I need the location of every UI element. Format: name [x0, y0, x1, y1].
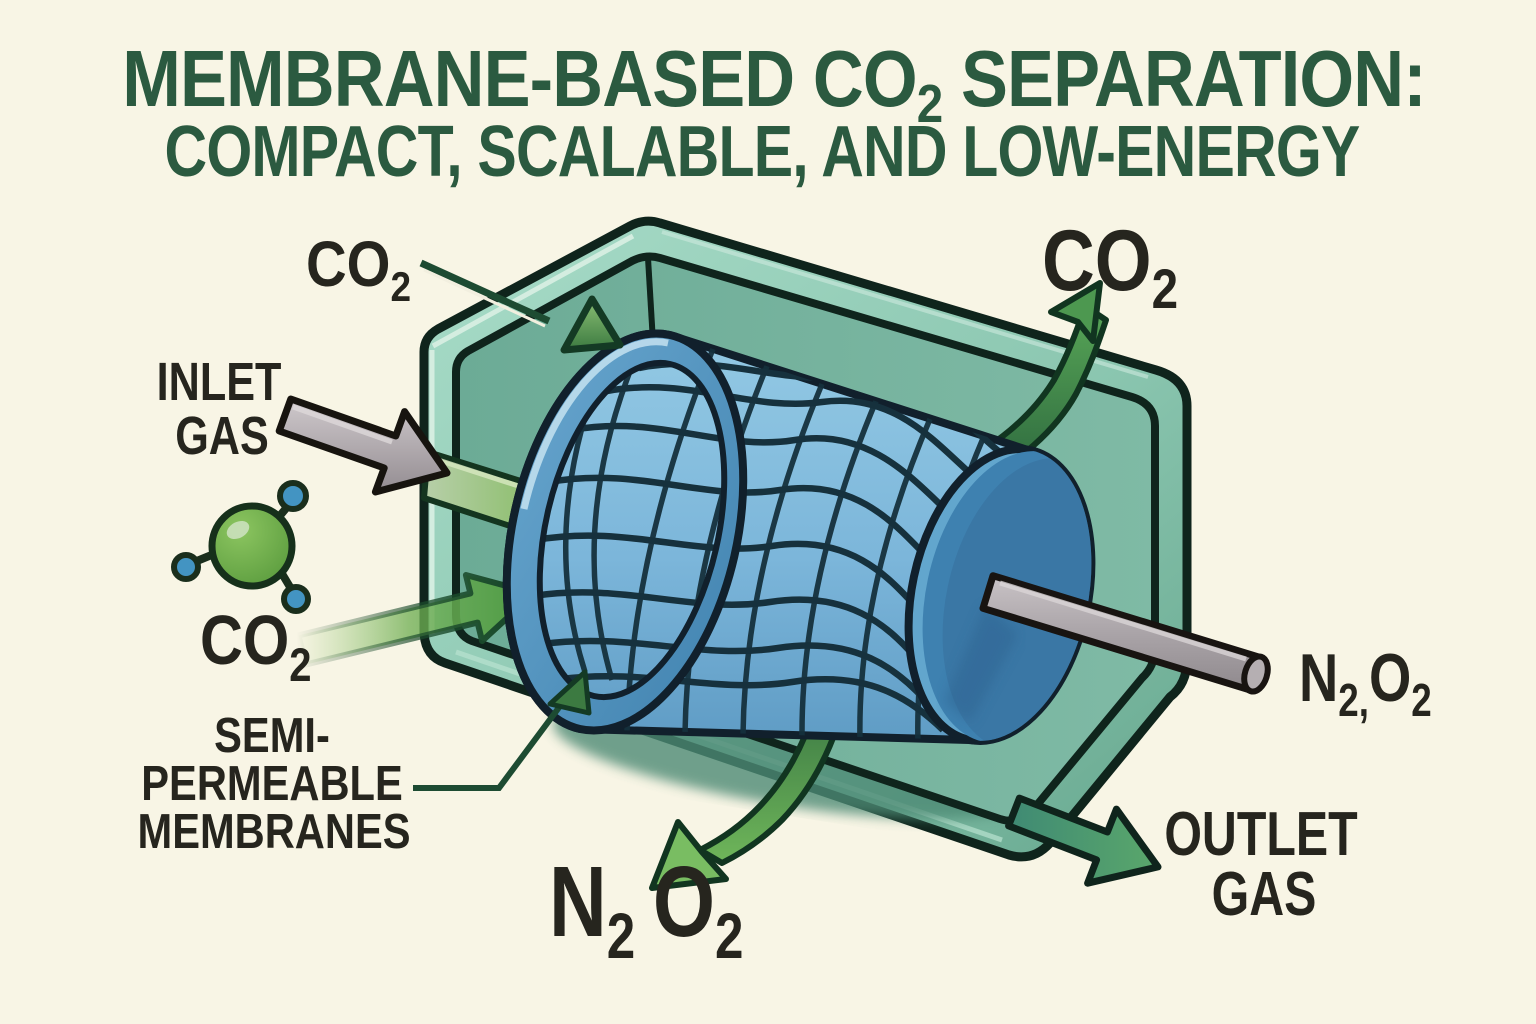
inlet-gas-arrow-highlight: [292, 404, 393, 445]
co2-leader-line: [419, 259, 624, 354]
svg-text:SEMI-: SEMI-: [214, 708, 330, 763]
svg-text:CO2: CO2: [306, 228, 411, 311]
label-co2-top-right: CO2: [1042, 212, 1178, 321]
co2-target-arrowhead: [560, 295, 624, 354]
svg-text:INLET: INLET: [157, 353, 282, 413]
inlet-gas-arrow: [275, 395, 451, 496]
label-co2-top-left: CO2: [306, 228, 411, 311]
svg-text:MEMBRANES: MEMBRANES: [137, 804, 410, 859]
label-co2-mid-left: CO2: [200, 600, 311, 691]
flange-ring: [506, 333, 744, 731]
co2-molecule-icon: [171, 480, 311, 614]
svg-text:GAS: GAS: [1212, 859, 1317, 928]
retentate-rod: [979, 572, 1271, 695]
page-title-line2: COMPACT, SCALABLE, AND LOW-ENERGY: [165, 110, 1361, 191]
svg-text:CO2: CO2: [1042, 212, 1178, 321]
label-n2o2-right: N2,O2: [1299, 640, 1432, 726]
outlet-gas-arrow: [1005, 794, 1162, 887]
membranes-leader-arrowhead: [547, 669, 592, 716]
svg-text:OUTLET: OUTLET: [1164, 799, 1357, 868]
label-semi-permeable-membranes: SEMI- PERMEABLE MEMBRANES: [137, 708, 410, 859]
svg-text:CO2: CO2: [200, 600, 311, 691]
label-inlet-gas: INLET GAS: [157, 353, 282, 467]
svg-text:N2,O2: N2,O2: [1299, 640, 1432, 726]
svg-text:GAS: GAS: [175, 407, 269, 467]
svg-text:PERMEABLE: PERMEABLE: [141, 756, 402, 811]
svg-text:COMPACT, SCALABLE, AND LOW-ENE: COMPACT, SCALABLE, AND LOW-ENERGY: [165, 110, 1360, 191]
svg-text:MEMBRANE-BASED CO2 SEPARATION:: MEMBRANE-BASED CO2 SEPARATION:: [122, 34, 1426, 134]
page-title-line1: MEMBRANE-BASED CO2 SEPARATION:: [122, 34, 1426, 134]
membrane-texture-lines: [532, 347, 1005, 741]
label-outlet-gas: OUTLET GAS: [1164, 799, 1357, 928]
membranes-leader-line: [413, 669, 592, 791]
flange-highlight: [520, 338, 669, 510]
